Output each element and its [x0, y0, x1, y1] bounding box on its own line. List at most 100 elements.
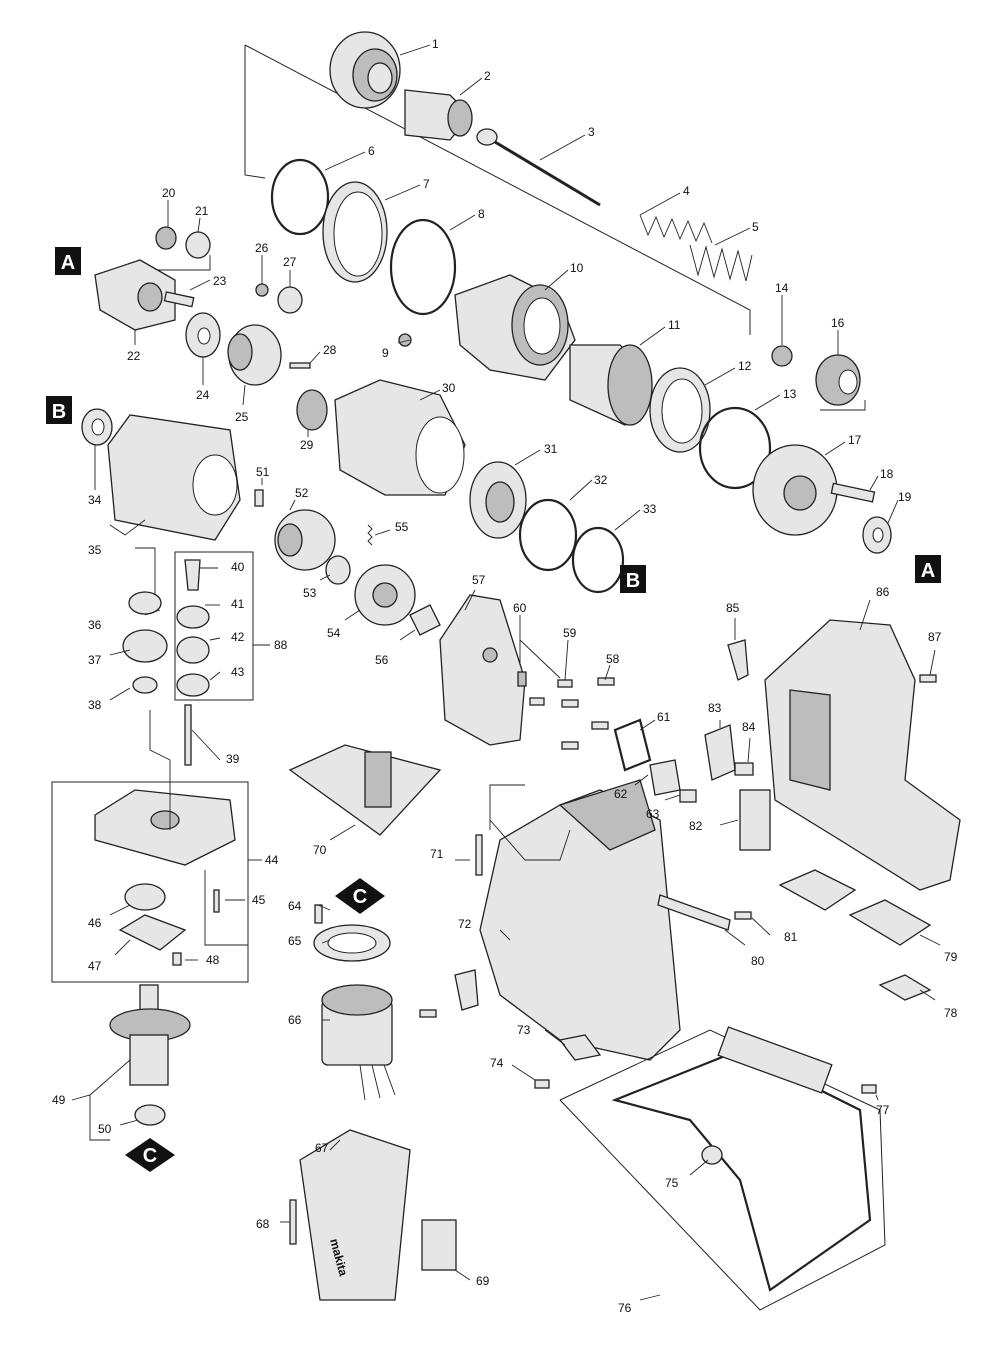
callout-labels: 1 2 3 4 5 6 7 8 9 10 11 12 13 14 16 17 1…: [52, 37, 958, 1315]
callout-1: 1: [432, 37, 439, 51]
ref-marker-c-top: C: [335, 878, 385, 914]
part-58-screw: [597, 677, 615, 686]
callout-38: 38: [88, 698, 102, 712]
ref-marker-c-bottom: C: [125, 1138, 175, 1172]
callout-33: 33: [643, 502, 657, 516]
part-84-slider: [734, 762, 754, 776]
part-26-ball: [255, 283, 269, 297]
callout-86: 86: [876, 585, 890, 599]
part-75-cap: [701, 1145, 723, 1165]
part-49-armature: [109, 984, 191, 1086]
part-37-gear: [122, 629, 168, 663]
callout-61: 61: [657, 710, 671, 724]
ref-marker-a-right: A: [915, 555, 941, 583]
part-63-screw: [679, 789, 697, 803]
part-51-screw: [254, 489, 264, 507]
part-72-handle-housing: [479, 779, 681, 1061]
ref-marker-b-right: B: [620, 565, 646, 593]
callout-83: 83: [708, 701, 722, 715]
part-65-baffle-ring: [313, 924, 391, 962]
callout-66: 66: [288, 1013, 302, 1027]
part-66-stator: [321, 984, 396, 1101]
ref-marker-a-left: A: [55, 247, 81, 275]
part-19-washer: [862, 516, 892, 554]
svg-text:B: B: [626, 570, 640, 592]
callout-79: 79: [944, 950, 958, 964]
part-12-bearing-ring: [649, 367, 711, 453]
callout-13: 13: [783, 387, 797, 401]
callout-51: 51: [256, 465, 270, 479]
callout-14: 14: [775, 281, 789, 295]
part-53-bearing: [325, 555, 351, 585]
part-5-spring: [689, 244, 753, 282]
part-60-pin: [517, 671, 527, 687]
part-64-screw: [314, 904, 323, 924]
callout-25: 25: [235, 410, 249, 424]
part-screw-d: [529, 697, 545, 706]
callout-42: 42: [231, 630, 245, 644]
part-27-gear: [277, 286, 303, 314]
callout-50: 50: [98, 1122, 112, 1136]
part-21-bearing: [185, 231, 211, 259]
part-screw-a: [561, 699, 579, 708]
part-48-screw: [172, 952, 182, 966]
callout-2: 2: [484, 69, 491, 83]
callout-30: 30: [442, 381, 456, 395]
part-43-bearing: [176, 673, 210, 697]
leader-lines: [71, 44, 941, 1301]
part-76-side-handle: [559, 1026, 886, 1311]
callout-22: 22: [127, 349, 141, 363]
callout-26: 26: [255, 241, 269, 255]
callout-74: 74: [490, 1056, 504, 1070]
part-11-sleeve: [569, 344, 653, 426]
callout-7: 7: [423, 177, 430, 191]
callout-40: 40: [231, 560, 245, 574]
callout-21: 21: [195, 204, 209, 218]
callout-16: 16: [831, 316, 845, 330]
part-83-lever: [704, 724, 736, 781]
callout-53: 53: [303, 586, 317, 600]
part-69-label: [421, 1219, 457, 1271]
callout-73: 73: [517, 1023, 531, 1037]
callout-67: 67: [315, 1141, 329, 1155]
callout-29: 29: [300, 438, 314, 452]
part-8-o-ring: [389, 218, 457, 316]
callout-45: 45: [252, 893, 266, 907]
part-71-screw: [475, 834, 483, 876]
part-59-screw: [557, 679, 573, 688]
callout-28: 28: [323, 343, 337, 357]
callout-85: 85: [726, 601, 740, 615]
callout-54: 54: [327, 626, 341, 640]
part-82-switch: [739, 789, 771, 851]
part-4-spring: [639, 214, 713, 244]
callout-88: 88: [274, 638, 288, 652]
part-87-screw: [919, 674, 937, 683]
part-80-strip: [657, 894, 731, 931]
callout-56: 56: [375, 653, 389, 667]
callout-87: 87: [928, 630, 942, 644]
part-10-clutch-housing: [454, 274, 576, 381]
part-25-gear-carrier: [227, 324, 282, 386]
part-16-bearing: [815, 354, 861, 406]
part-61-hook-loop: [613, 718, 652, 772]
part-30-gear-housing: [334, 379, 466, 496]
ref-marker-b-left: B: [46, 396, 72, 424]
callout-68: 68: [256, 1217, 270, 1231]
callout-59: 59: [563, 626, 577, 640]
kit-88-outline: [174, 551, 254, 701]
part-54-clutch: [354, 564, 416, 626]
part-70-pad: [288, 744, 442, 836]
part-79-terminal: [848, 899, 932, 946]
part-32-o-ring: [518, 498, 578, 572]
part-36-bearing: [128, 591, 162, 615]
part-2-retainer: [404, 89, 473, 141]
part-38-washer: [132, 676, 158, 694]
callout-34: 34: [88, 493, 102, 507]
part-22-planet-carrier: [94, 259, 176, 331]
callout-82: 82: [689, 819, 703, 833]
callout-57: 57: [472, 573, 486, 587]
part-41-bearing: [176, 605, 210, 629]
part-62-bracket: [649, 759, 681, 796]
svg-text:C: C: [353, 886, 367, 908]
part-74-screw: [534, 1079, 550, 1089]
